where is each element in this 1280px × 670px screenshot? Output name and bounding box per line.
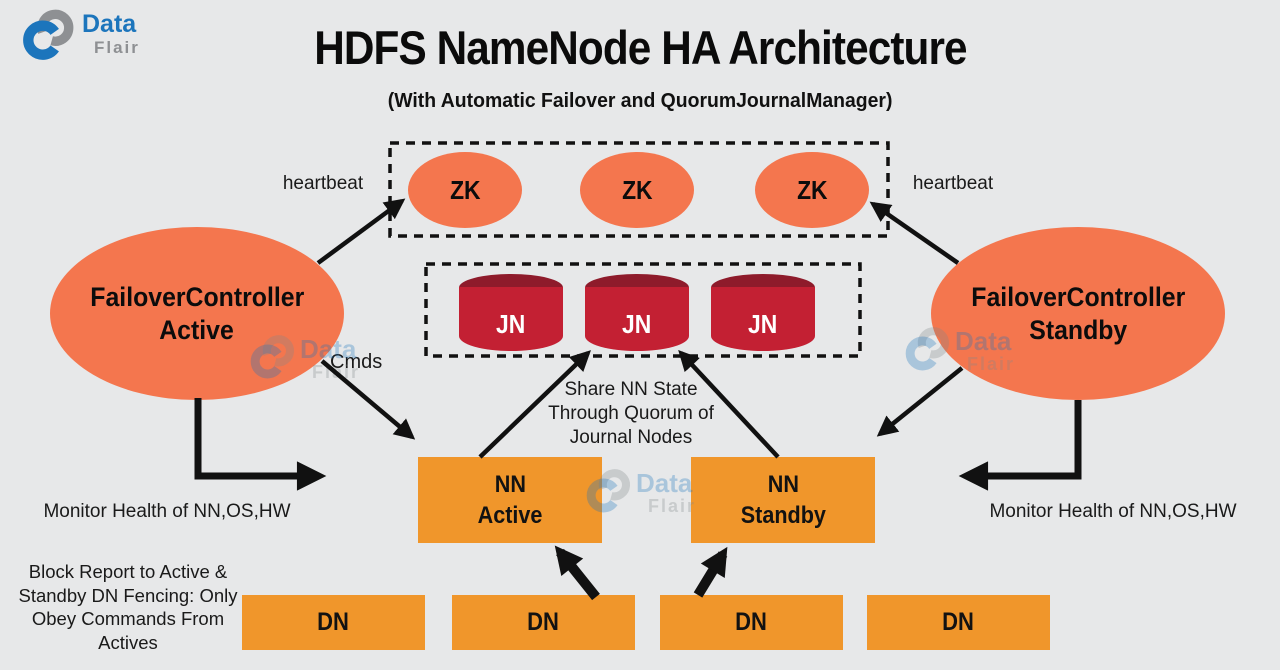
dn-label: DN [317,608,350,636]
jn-cylinder-3: JN [711,274,815,351]
fc-standby-to-nn-arrow [876,366,964,437]
monitor-health-label-left: Monitor Health of NN,OS,HW [43,501,291,522]
jn-cylinder-body: JN [459,287,563,351]
dataflair-logo-icon [23,9,74,60]
dn-to-nn-standby-arrow [693,546,728,598]
heartbeat-arrow-left [316,198,406,265]
monitor-arrow-left [194,398,327,491]
nn-standby-label-line2: Standby [740,502,826,529]
jn-node-label: JN [496,308,526,339]
failover-controller-active: FailoverController Active [50,227,344,400]
dataflair-logo: Data Flair [20,6,140,64]
watermark-word: Flair [648,496,697,516]
share-state-line1: Share NN State [564,379,698,400]
block-report-line2: Standby DN Fencing: Only [18,584,238,606]
jn-cylinder-body: JN [711,287,815,351]
fc-active-label-line1: FailoverController [90,281,304,312]
nn-active-label-line1: NN [494,471,526,498]
share-state-line3: Journal Nodes [569,427,693,448]
monitor-health-label-right: Monitor Health of NN,OS,HW [989,501,1237,522]
failover-controller-standby: FailoverController Standby [931,227,1225,400]
fc-standby-label-line2: Standby [1028,314,1127,345]
page-subtitle: (With Automatic Failover and QuorumJourn… [387,90,893,112]
block-report-line3: Obey Commands From [31,608,225,629]
nn-active-label-line2: Active [477,502,543,529]
logo-word-data: Data [82,10,137,38]
nn-standby-label-line1: NN [767,471,799,498]
zk-node-label: ZK [796,174,828,205]
share-state-line2: Through Quorum of [548,403,714,424]
logo-word-flair: Flair [94,38,140,57]
block-report-label: Block Report to Active & Standby DN Fenc… [8,560,248,654]
fc-standby-label-line1: FailoverController [971,281,1185,312]
block-report-line4: Actives [98,631,158,653]
dn-label: DN [942,608,975,636]
page-title: HDFS NameNode HA Architecture [313,21,967,74]
namenode-standby-box: NN Standby [691,457,875,543]
share-state-label: Share NN State Through Quorum of Journal… [521,378,741,450]
jn-cylinder-2: JN [585,274,689,351]
jn-cylinder-1: JN [459,274,563,351]
zk-node-label: ZK [621,174,653,205]
jn-node-label: JN [622,308,652,339]
datanode-box-3: DN [660,595,843,650]
fc-active-label-line2: Active [159,314,235,345]
datanode-box-1: DN [242,595,425,650]
heartbeat-label-left: heartbeat [282,173,364,194]
block-report-line1: Block Report to Active & [28,561,228,582]
zk-node-2: ZK [580,152,694,228]
zk-node-3: ZK [755,152,869,228]
jn-node-label: JN [748,308,778,339]
heartbeat-arrow-right [869,201,960,265]
dn-label: DN [735,608,768,636]
jn-cylinder-body: JN [585,287,689,351]
datanode-box-4: DN [867,595,1050,650]
watermark-word: Data [636,468,693,498]
heartbeat-label-right: heartbeat [912,173,994,194]
dn-to-nn-active-arrow [554,545,600,601]
zk-node-label: ZK [449,174,481,205]
namenode-active-box: NN Active [418,457,602,543]
datanode-box-2: DN [452,595,635,650]
cmds-label: Cmds [330,351,383,373]
zk-node-1: ZK [408,152,522,228]
monitor-arrow-right [958,400,1082,491]
dn-label: DN [527,608,560,636]
